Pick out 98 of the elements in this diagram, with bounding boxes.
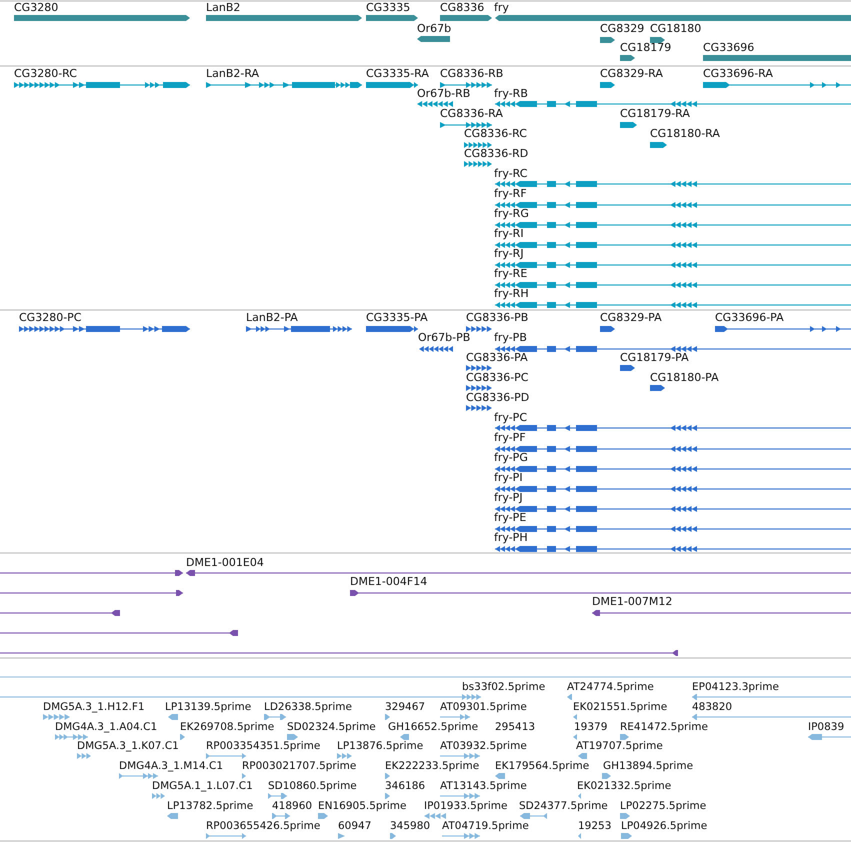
feature-label: fry-RC: [494, 167, 528, 181]
feature-label: fry-RB: [494, 87, 528, 101]
feature-label: 19253: [578, 819, 612, 833]
feature-label: 483820: [692, 700, 732, 714]
feature-label: AT09301.5prime: [440, 700, 527, 714]
feature-label: IP0839: [808, 720, 844, 734]
feature-label: CG8329: [600, 22, 644, 36]
feature-label: DMG5A.3_1.K07.C1: [77, 739, 179, 753]
feature-label: 295413: [495, 720, 536, 734]
feature-label: CG18180-RA: [650, 127, 720, 141]
feature-label: CG8336-RA: [440, 107, 503, 121]
feature-label: 418960: [272, 799, 312, 813]
feature-label: fry-PB: [494, 331, 527, 345]
feature-label: RP003021707.5prime: [242, 759, 356, 773]
feature-label: CG3280-RC: [14, 67, 77, 81]
feature-label: CG8336-PB: [466, 311, 528, 325]
feature-label: CG8336: [440, 1, 484, 15]
feature-label: DMG5A.1_1.L07.C1: [152, 779, 253, 793]
feature-label: DME1-004F14: [350, 575, 428, 589]
feature-label: Or67b-PB: [418, 331, 470, 345]
feature-label: fry-PF: [494, 431, 526, 445]
feature-label: fry-RI: [494, 227, 524, 241]
feature-label: CG3335-RA: [366, 67, 429, 81]
feature-label: CG18179: [620, 41, 672, 55]
feature-label: GH16652.5prime: [388, 720, 478, 734]
feature-label: fry-PH: [494, 531, 528, 545]
feature-label: 346186: [385, 779, 426, 793]
feature-label: fry-PC: [494, 411, 527, 425]
feature-label: SD02324.5prime: [287, 720, 376, 734]
feature-label: LanB2-RA: [206, 67, 260, 81]
feature-label: CG18180-PA: [650, 371, 719, 385]
feature-label: LP13876.5prime: [337, 739, 424, 753]
feature-label: CG3335-PA: [366, 311, 428, 325]
feature-label: GH13894.5prime: [603, 759, 694, 773]
feature-label: 60947: [338, 819, 372, 833]
feature-label: LP02275.5prime: [620, 799, 706, 813]
feature-label: DMG4A.3_1.M14.C1: [119, 759, 224, 773]
feature-label: RP003354351.5prime: [206, 739, 320, 753]
feature-label: RE41472.5prime: [620, 720, 708, 734]
feature-label: LP04926.5prime: [621, 819, 708, 833]
feature-label: fry-PE: [494, 511, 526, 525]
feature-label: CG18180: [650, 22, 702, 36]
feature-label: EK222233.5prime: [385, 759, 480, 773]
feature-label: DME1-007M12: [592, 595, 672, 609]
feature-label: CG8336-RB: [440, 67, 504, 81]
feature-label: LD26338.5prime: [264, 700, 352, 714]
feature-label: CG3335: [366, 1, 410, 15]
feature-label: CG8329-PA: [600, 311, 662, 325]
feature-label: fry-PG: [494, 451, 528, 465]
feature-label: AT03932.5prime: [440, 739, 527, 753]
feature-label: CG33696-PA: [715, 311, 784, 325]
feature-label: fry-RG: [494, 207, 529, 221]
feature-label: CG33696-RA: [703, 67, 773, 81]
feature-label: fry-RJ: [494, 247, 524, 261]
feature-label: EP04123.3prime: [692, 680, 779, 694]
feature-label: fry: [494, 1, 509, 15]
feature-label: EK269708.5prime: [180, 720, 274, 734]
feature-label: CG8336-PA: [466, 351, 528, 365]
feature-label: CG8336-RD: [464, 147, 528, 161]
feature-label: CG33696: [703, 41, 754, 55]
feature-label: fry-PI: [494, 471, 523, 485]
feature-label: CG8336-RC: [464, 127, 527, 141]
feature-label: AT04719.5prime: [442, 819, 529, 833]
feature-label: EK179564.5prime: [495, 759, 590, 773]
feature-label: LanB2: [206, 1, 240, 15]
feature-label: fry-PJ: [494, 491, 523, 505]
feature-label: AT19707.5prime: [576, 739, 663, 753]
feature-label: IP01933.5prime: [424, 799, 508, 813]
feature-label: SD24377.5prime: [519, 799, 608, 813]
feature-label: EK021332.5prime: [577, 779, 672, 793]
feature-label: RP003655426.5prime: [206, 819, 320, 833]
feature-label: CG8336-PD: [466, 391, 530, 405]
feature-label: AT24774.5prime: [567, 680, 654, 694]
feature-label: LanB2-PA: [246, 311, 298, 325]
feature-label: CG8336-PC: [466, 371, 528, 385]
feature-label: fry-RH: [494, 287, 529, 301]
feature-label: EK021551.5prime: [573, 700, 668, 714]
feature-label: fry-RF: [494, 187, 527, 201]
feature-label: CG18179-RA: [620, 107, 690, 121]
feature-label: EN16905.5prime: [318, 799, 406, 813]
feature-label: CG18179-PA: [620, 351, 689, 365]
feature-label: DMG4A.3_1.A04.C1: [55, 720, 158, 734]
feature-label: Or67b-RB: [417, 87, 470, 101]
feature-label: LP13782.5prime: [167, 799, 254, 813]
feature-label: LP13139.5prime: [165, 700, 252, 714]
feature-label: AT13143.5prime: [440, 779, 527, 793]
feature-label: 329467: [385, 700, 426, 714]
feature-label: DMG5A.3_1.H12.F1: [43, 700, 145, 714]
feature-label: bs33f02.5prime: [462, 680, 546, 694]
feature-label: CG3280: [14, 1, 58, 15]
feature-label: 345980: [390, 819, 430, 833]
feature-label: CG3280-PC: [19, 311, 82, 325]
feature-label: 19379: [574, 720, 608, 734]
feature-label: DME1-001E04: [186, 556, 264, 570]
feature-label: Or67b: [417, 22, 452, 36]
feature-label: fry-RE: [494, 267, 528, 281]
feature-label: SD10860.5prime: [268, 779, 357, 793]
feature-label: CG8329-RA: [600, 67, 663, 81]
